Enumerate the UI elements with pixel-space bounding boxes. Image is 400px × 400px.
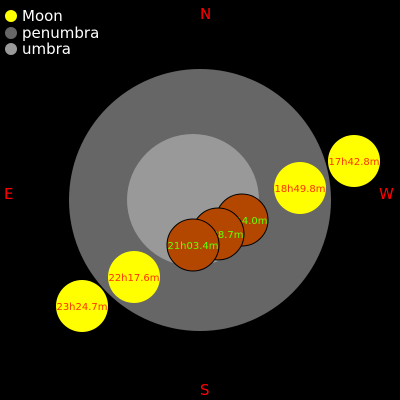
moon-disk bbox=[56, 280, 108, 332]
moon-time-label: 20h14.0m bbox=[216, 216, 267, 227]
moon-time-label: 21h03.4m bbox=[167, 241, 218, 252]
legend-moon-swatch bbox=[5, 10, 17, 22]
moon-time-label: 23h24.7m bbox=[56, 302, 107, 313]
compass-north: N bbox=[200, 5, 211, 23]
moon-time-label: 17h42.8m bbox=[328, 157, 379, 168]
moon-disk bbox=[166, 218, 220, 272]
compass-east: E bbox=[4, 185, 13, 203]
moon-disk bbox=[274, 162, 326, 214]
compass-west: W bbox=[379, 185, 394, 203]
legend: Moon penumbra umbra bbox=[5, 7, 99, 58]
legend-moon-label: Moon bbox=[22, 7, 63, 25]
legend-umbra-swatch bbox=[5, 43, 17, 55]
legend-penumbra-label: penumbra bbox=[22, 24, 99, 42]
moon-time-label: 20h38.7m bbox=[192, 230, 243, 241]
moon-time-label: 22h17.6m bbox=[108, 273, 159, 284]
moon-disk bbox=[328, 135, 380, 187]
compass: N S E W bbox=[4, 5, 394, 399]
moon-positions: 17h42.8m 18h49.8m 20h14.0m 20h38.7m21h03.4m… bbox=[56, 135, 380, 332]
compass-south: S bbox=[200, 381, 210, 399]
legend-penumbra-swatch bbox=[5, 27, 17, 39]
legend-umbra-label: umbra bbox=[22, 40, 71, 58]
moon-disk bbox=[108, 251, 160, 303]
moon-time-label: 18h49.8m bbox=[274, 184, 325, 195]
